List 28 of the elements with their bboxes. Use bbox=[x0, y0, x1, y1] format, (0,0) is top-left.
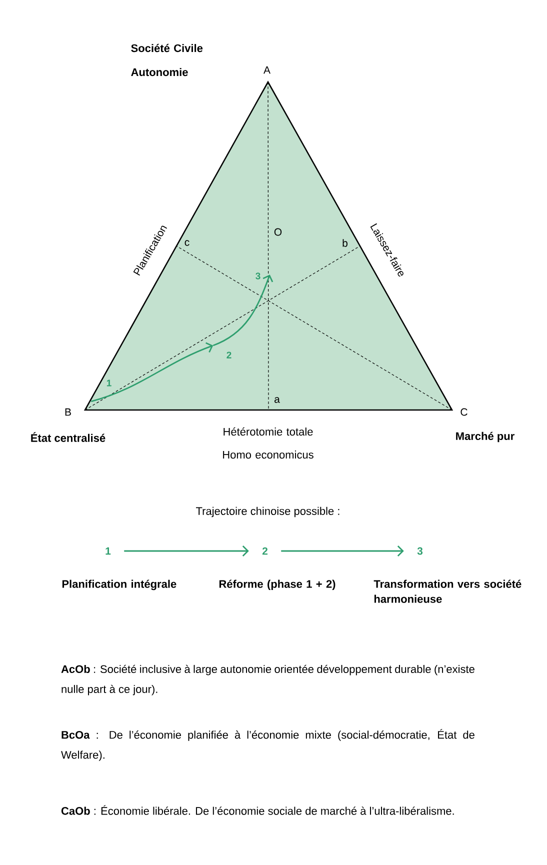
point-number: 3 bbox=[256, 272, 260, 280]
point-label: b bbox=[342, 239, 348, 247]
paragraph: CaOb : Économie libérale. De l’économie sociale de marché à l’ultra-libéralisme. bbox=[61, 805, 454, 815]
arrow bbox=[281, 546, 404, 556]
pole-label: Marché pur bbox=[456, 432, 514, 442]
point-label: c bbox=[184, 240, 190, 246]
vertex-label: C bbox=[460, 408, 468, 416]
step-caption: Réforme (phase 1 + 2) bbox=[219, 580, 336, 590]
point-label: a bbox=[274, 397, 280, 403]
step-number: 3 bbox=[417, 547, 423, 555]
step-caption: Planification intégrale bbox=[62, 580, 176, 590]
arrow bbox=[90, 342, 214, 402]
pole-label: État centralisé bbox=[31, 432, 106, 442]
pole-label: Société Civile Autonomie bbox=[131, 44, 203, 76]
vertex-label: A bbox=[264, 66, 270, 74]
point-number: 1 bbox=[106, 380, 112, 386]
pole-label: Hétérotomie totale Homo economicus bbox=[223, 427, 314, 459]
vertex-label: B bbox=[65, 408, 71, 416]
point-label: O bbox=[274, 228, 282, 236]
paragraph: BcOa : De l’économie planifiée à l’économie mixte (social-démocratie, État de Welfare). bbox=[61, 729, 474, 761]
arrow bbox=[124, 546, 249, 556]
step-number: 1 bbox=[106, 547, 111, 555]
paragraph: AcOb : Société inclusive à large autonomie orientée développement durable (n’existe nulle part à ce jour). bbox=[61, 664, 474, 696]
point-number: 2 bbox=[226, 352, 232, 358]
step-number: 2 bbox=[262, 547, 268, 555]
arrow bbox=[212, 274, 274, 346]
heading: Trajectoire chinoise possible : bbox=[196, 506, 340, 518]
step-caption: Transformation vers société harmonieuse bbox=[374, 580, 522, 603]
